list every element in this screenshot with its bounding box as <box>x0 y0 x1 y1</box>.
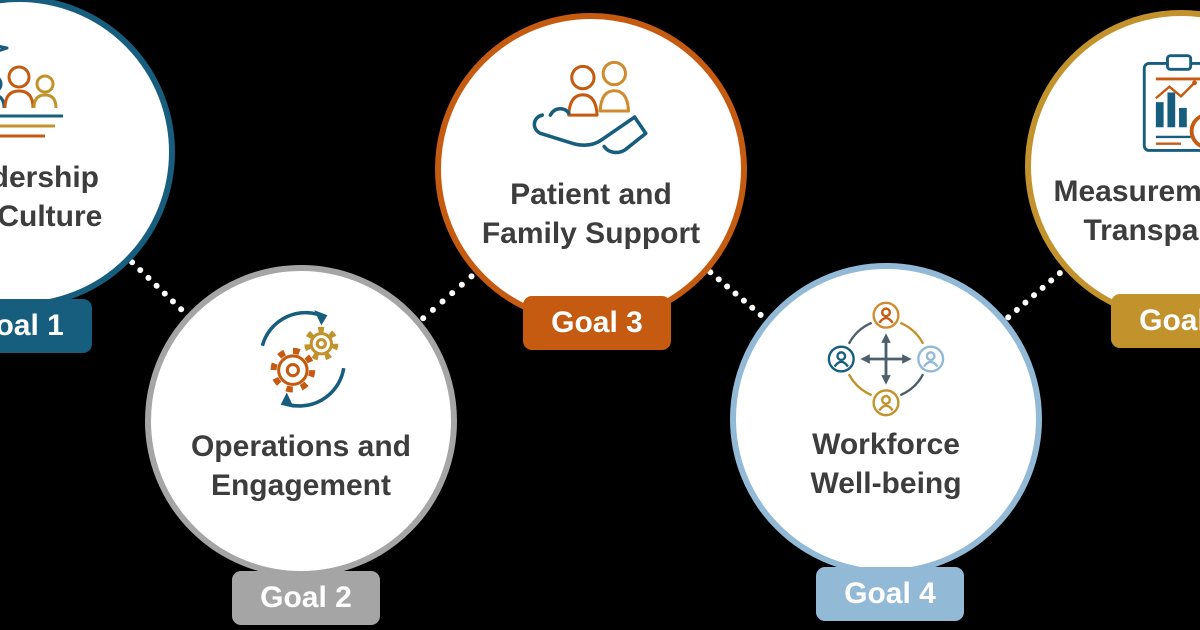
goal1-badge: Goal 1 <box>0 299 92 353</box>
goal4-circle: Workforce Well-being <box>730 263 1042 575</box>
connector-goal4-goal5 <box>1004 268 1065 322</box>
leadership-presentation-icon <box>0 36 89 148</box>
goal3-badge: Goal 3 <box>523 296 671 350</box>
goal4-badge: Goal 4 <box>816 567 964 621</box>
connector-goal1-goal2 <box>127 258 186 314</box>
gears-cycle-icon <box>240 305 362 417</box>
goal2-title: Operations and Engagement <box>190 430 412 502</box>
people-network-icon <box>824 301 948 417</box>
goal1-circle: Leadership and Culture <box>0 0 175 308</box>
connector-goal3-goal4 <box>706 268 765 320</box>
goal3-circle: Patient and Family Support <box>435 13 747 325</box>
hand-supporting-people-icon <box>520 53 662 165</box>
connector-goal2-goal3 <box>419 272 476 323</box>
goal5-title: Measurement and Transparency <box>1053 175 1200 247</box>
chart-report-magnifier-icon <box>1123 50 1200 162</box>
goal4-title: Workforce Well-being <box>810 428 962 500</box>
goal1-title: Leadership and Culture <box>0 161 103 233</box>
goal2-badge: Goal 2 <box>232 571 380 625</box>
goal5-badge: Goal 5 <box>1111 294 1200 348</box>
goal3-title: Patient and Family Support <box>481 178 701 250</box>
goal2-circle: Operations and Engagement <box>145 265 457 577</box>
